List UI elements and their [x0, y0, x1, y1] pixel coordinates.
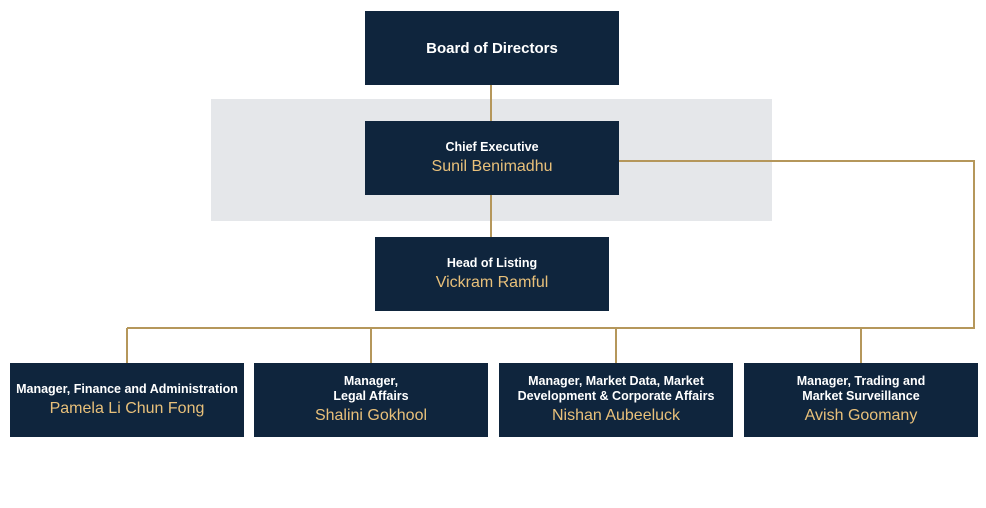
manager-name: Pamela Li Chun Fong	[49, 399, 205, 417]
chief-name: Sunil Benimadhu	[431, 157, 553, 175]
head-of-listing-box: Head of Listing Vickram Ramful	[375, 237, 609, 311]
manager-name: Avish Goomany	[804, 407, 918, 424]
head-listing-name: Vickram Ramful	[435, 273, 549, 291]
manager-finance-box: Manager, Finance and Administration Pame…	[10, 363, 244, 437]
board-of-directors-box: Board of Directors	[365, 11, 619, 85]
chief-to-managers-line	[127, 160, 975, 329]
board-title: Board of Directors	[426, 39, 558, 57]
manager-legal-box: Manager, Legal Affairs Shalini Gokhool	[254, 363, 488, 437]
manager-role: Manager, Trading and Market Surveillance	[796, 374, 926, 403]
manager-market-data-box: Manager, Market Data, Market Development…	[499, 363, 733, 437]
chief-executive-box: Chief Executive Sunil Benimadhu	[365, 121, 619, 195]
manager-role: Manager, Finance and Administration	[16, 381, 238, 396]
manager-trading-box: Manager, Trading and Market Surveillance…	[744, 363, 978, 437]
manager-name: Shalini Gokhool	[314, 407, 428, 424]
manager-role: Manager, Market Data, Market Development…	[517, 374, 715, 403]
chief-role: Chief Executive	[445, 139, 539, 154]
head-listing-role: Head of Listing	[446, 255, 538, 270]
manager-role: Manager, Legal Affairs	[333, 374, 409, 403]
manager-name: Nishan Aubeeluck	[551, 407, 681, 424]
